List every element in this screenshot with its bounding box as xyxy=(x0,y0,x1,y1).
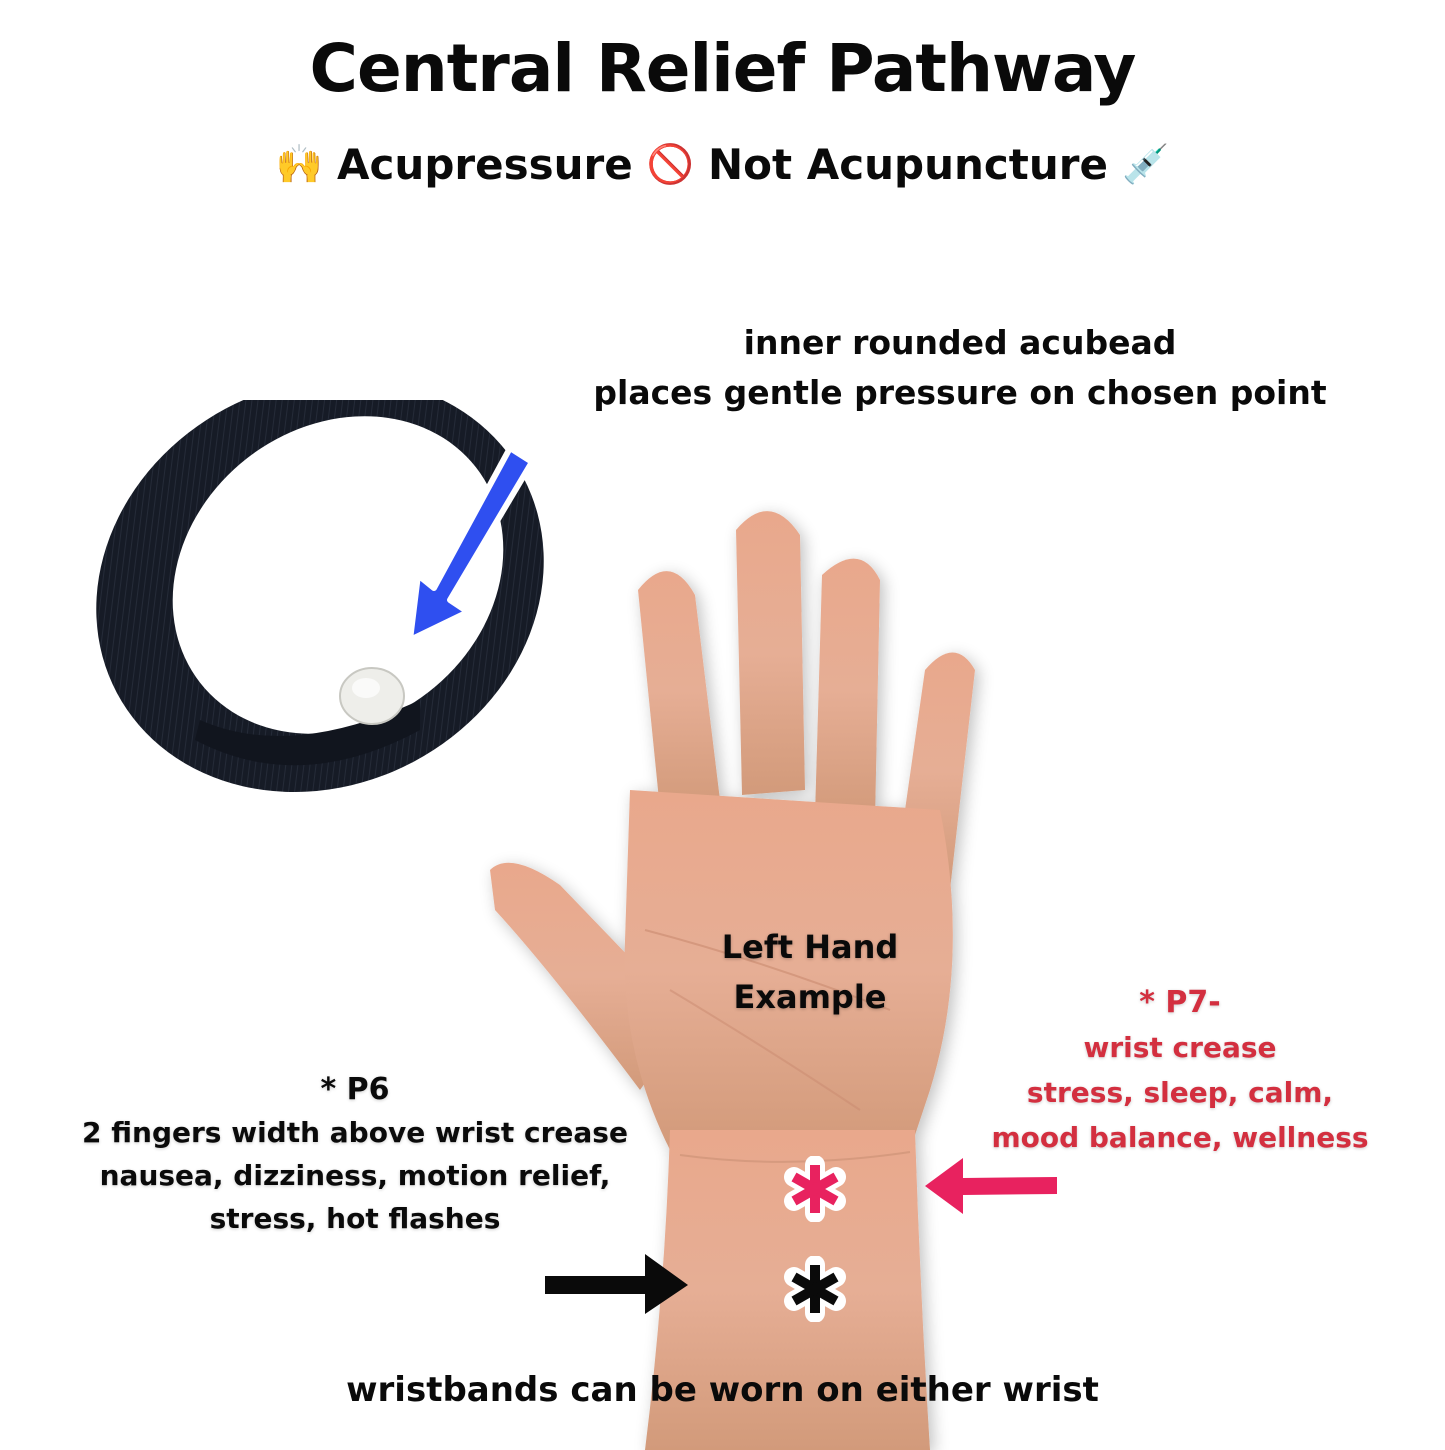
subtitle: 🙌 Acupressure 🚫 Not Acupuncture 💉 xyxy=(0,140,1445,189)
syringe-icon: 💉 xyxy=(1121,142,1170,186)
acubead-description-line2: places gentle pressure on chosen point xyxy=(593,373,1327,412)
subtitle-not-acupuncture: Not Acupuncture xyxy=(708,140,1108,189)
hand-image xyxy=(490,511,975,1450)
p7-asterisk-icon xyxy=(784,1156,846,1222)
p7-line3: mood balance, wellness xyxy=(991,1121,1369,1154)
p7-info: * P7- wrist crease stress, sleep, calm, … xyxy=(960,980,1400,1160)
p6-line3: stress, hot flashes xyxy=(209,1202,501,1235)
hand-label-line2: Example xyxy=(733,978,887,1016)
p7-heading: * P7- xyxy=(1139,985,1221,1020)
prohibited-icon: 🚫 xyxy=(646,142,695,186)
p7-line1: wrist crease xyxy=(1083,1031,1277,1064)
footer-note: wristbands can be worn on either wrist xyxy=(346,1370,1099,1410)
acubead-description: inner rounded acubead places gentle pres… xyxy=(500,318,1420,418)
p6-info: * P6 2 fingers width above wrist crease … xyxy=(30,1068,680,1240)
raised-hands-icon: 🙌 xyxy=(275,142,324,186)
blue-arrow-icon xyxy=(407,445,535,643)
page-title: Central Relief Pathway xyxy=(309,30,1137,107)
p7-line2: stress, sleep, calm, xyxy=(1026,1076,1334,1109)
p6-line1: 2 fingers width above wrist crease xyxy=(82,1116,628,1149)
subtitle-acupressure: Acupressure xyxy=(337,140,633,189)
black-arrow-icon xyxy=(545,1254,688,1314)
p6-heading: * P6 xyxy=(320,1072,390,1107)
p6-asterisk-icon xyxy=(784,1256,846,1322)
pink-arrow-icon xyxy=(925,1158,1057,1214)
wristband-image xyxy=(96,400,544,792)
hand-label: Left Hand Example xyxy=(660,922,960,1022)
p6-line2: nausea, dizziness, motion relief, xyxy=(99,1159,611,1192)
hand-label-line1: Left Hand xyxy=(721,928,899,966)
acubead-description-line1: inner rounded acubead xyxy=(743,323,1177,362)
